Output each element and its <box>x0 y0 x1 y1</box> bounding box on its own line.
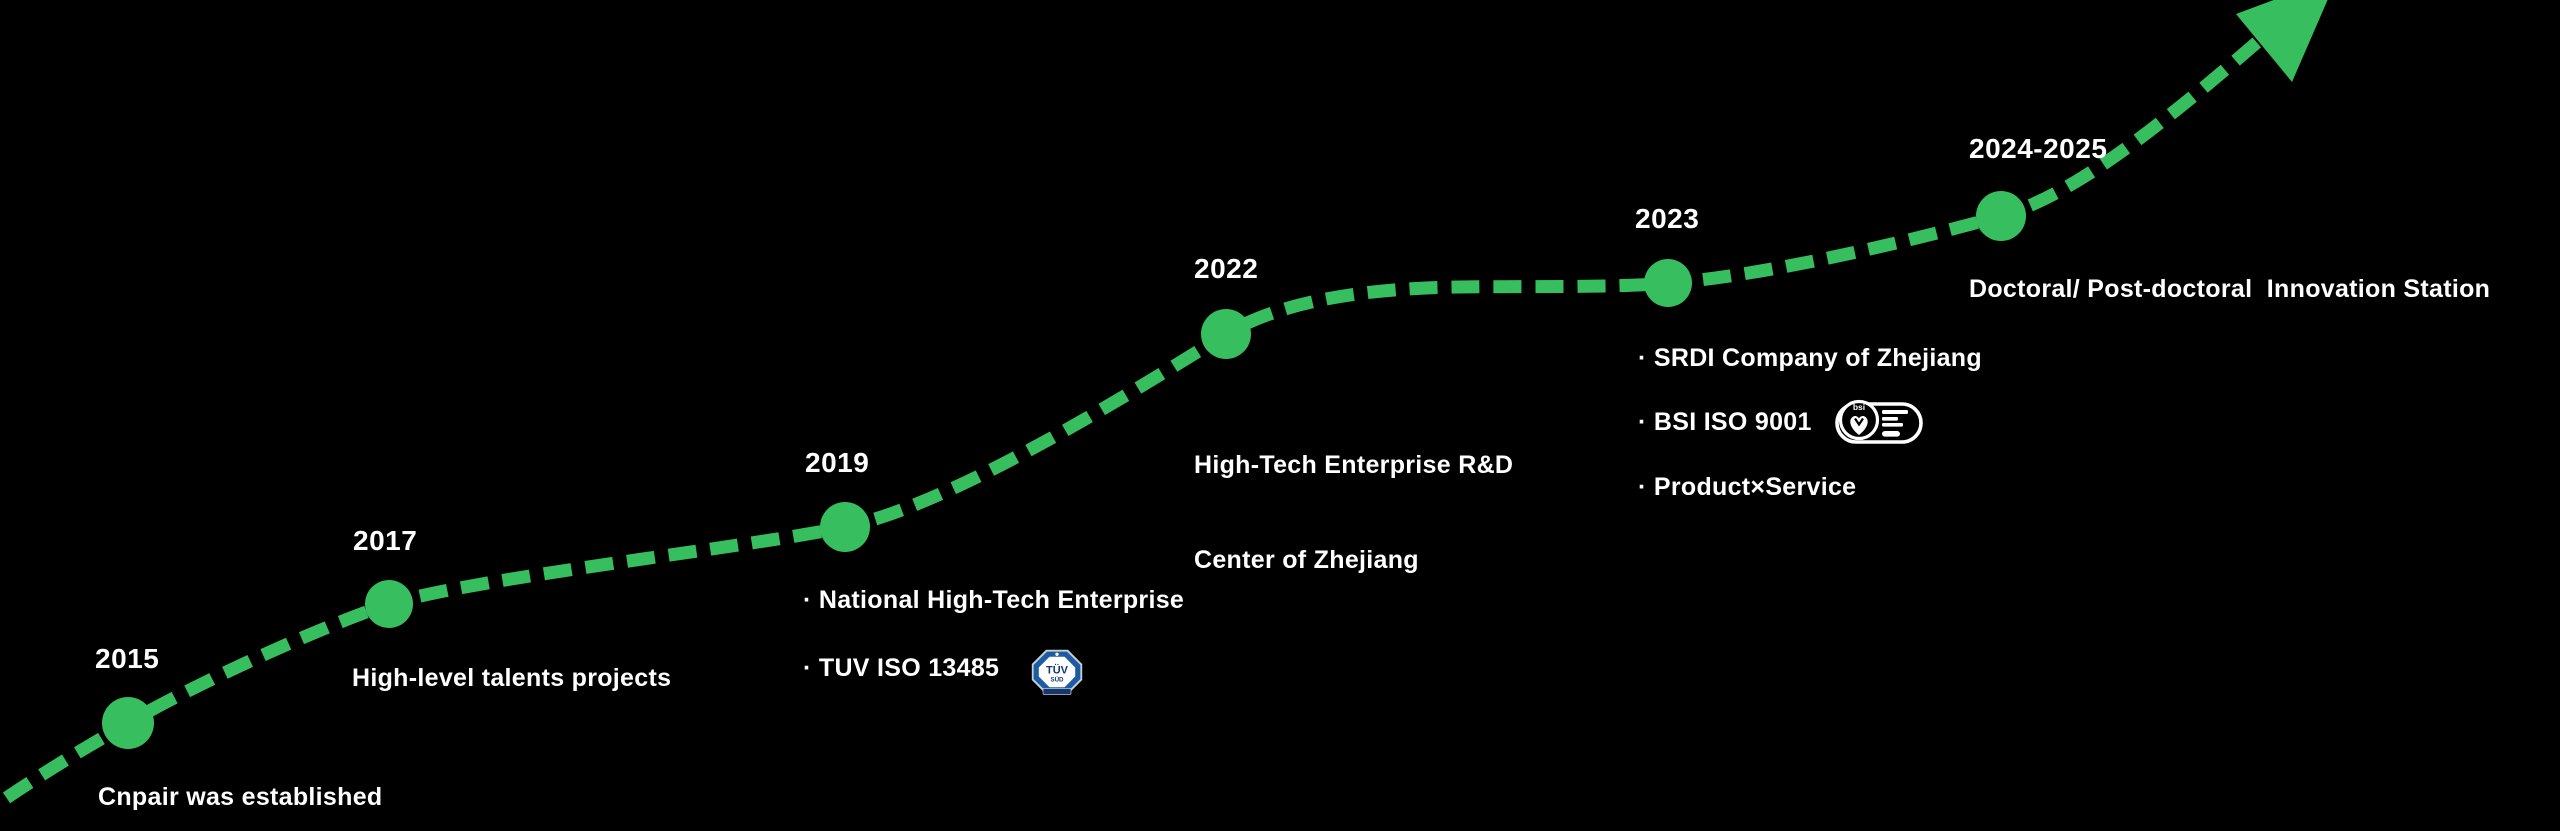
tuv-badge-white-center <box>1038 656 1076 688</box>
bsi-certification-badge-icon: bsi <box>1835 399 1923 444</box>
milestone-dot-2015 <box>102 697 154 749</box>
milestone-text-2019-item2: · TUV ISO 13485 <box>803 654 1000 682</box>
milestone-text-2023-item3: · Product×Service <box>1638 473 1857 501</box>
year-label-2023: 2023 <box>1635 203 1700 234</box>
milestone-text-2024-2025: Doctoral/ Post-doctoral Innovation Stati… <box>1969 275 2491 303</box>
milestone-text-2022: High-Tech Enterprise R&D Center of Zheji… <box>1194 392 1513 640</box>
bsi-badge-pill-outline <box>1835 402 1923 444</box>
milestone-dot-2022 <box>1201 309 1251 359</box>
tuv-badge-title: TÜV <box>1046 664 1069 677</box>
tuv-badge-ribbon <box>1042 688 1072 695</box>
tuv-badge-subtitle: SÜD <box>1050 677 1064 684</box>
milestone-text-2023-item2: · BSI ISO 9001 <box>1638 408 1812 436</box>
milestone-dot-2023 <box>1644 259 1692 307</box>
bsi-badge-label: bsi <box>1853 402 1865 412</box>
tuv-badge-top-mark <box>1055 652 1059 656</box>
milestone-dot-2017 <box>365 580 413 628</box>
bsi-badge-text-lines <box>1882 410 1908 437</box>
milestone-text-2022-line2: Center of Zhejiang <box>1194 545 1419 574</box>
timeline-arrowhead-icon <box>2236 0 2328 82</box>
year-label-2015: 2015 <box>95 643 160 674</box>
milestone-dot-2024-2025 <box>1976 191 2026 241</box>
milestone-text-2022-line1: High-Tech Enterprise R&D <box>1194 451 1514 479</box>
bsi-badge-kitemark-notch <box>1854 417 1864 427</box>
milestone-text-2019-item1: · National High-Tech Enterprise <box>803 586 1185 614</box>
year-label-2024-2025: 2024-2025 <box>1969 133 2108 164</box>
year-label-2017: 2017 <box>353 525 418 556</box>
milestone-text-2023-item1: · SRDI Company of Zhejiang <box>1638 344 1982 372</box>
tuv-sud-certification-badge-icon: TÜV SÜD <box>1031 649 1083 695</box>
milestone-text-2017: High-level talents projects <box>352 664 672 692</box>
milestone-text-2015: Cnpair was established <box>98 783 383 811</box>
timeline-dashed-line <box>0 33 2267 811</box>
milestone-dot-2019 <box>820 502 870 552</box>
year-label-2022: 2022 <box>1194 253 1259 284</box>
year-label-2019: 2019 <box>805 447 870 478</box>
